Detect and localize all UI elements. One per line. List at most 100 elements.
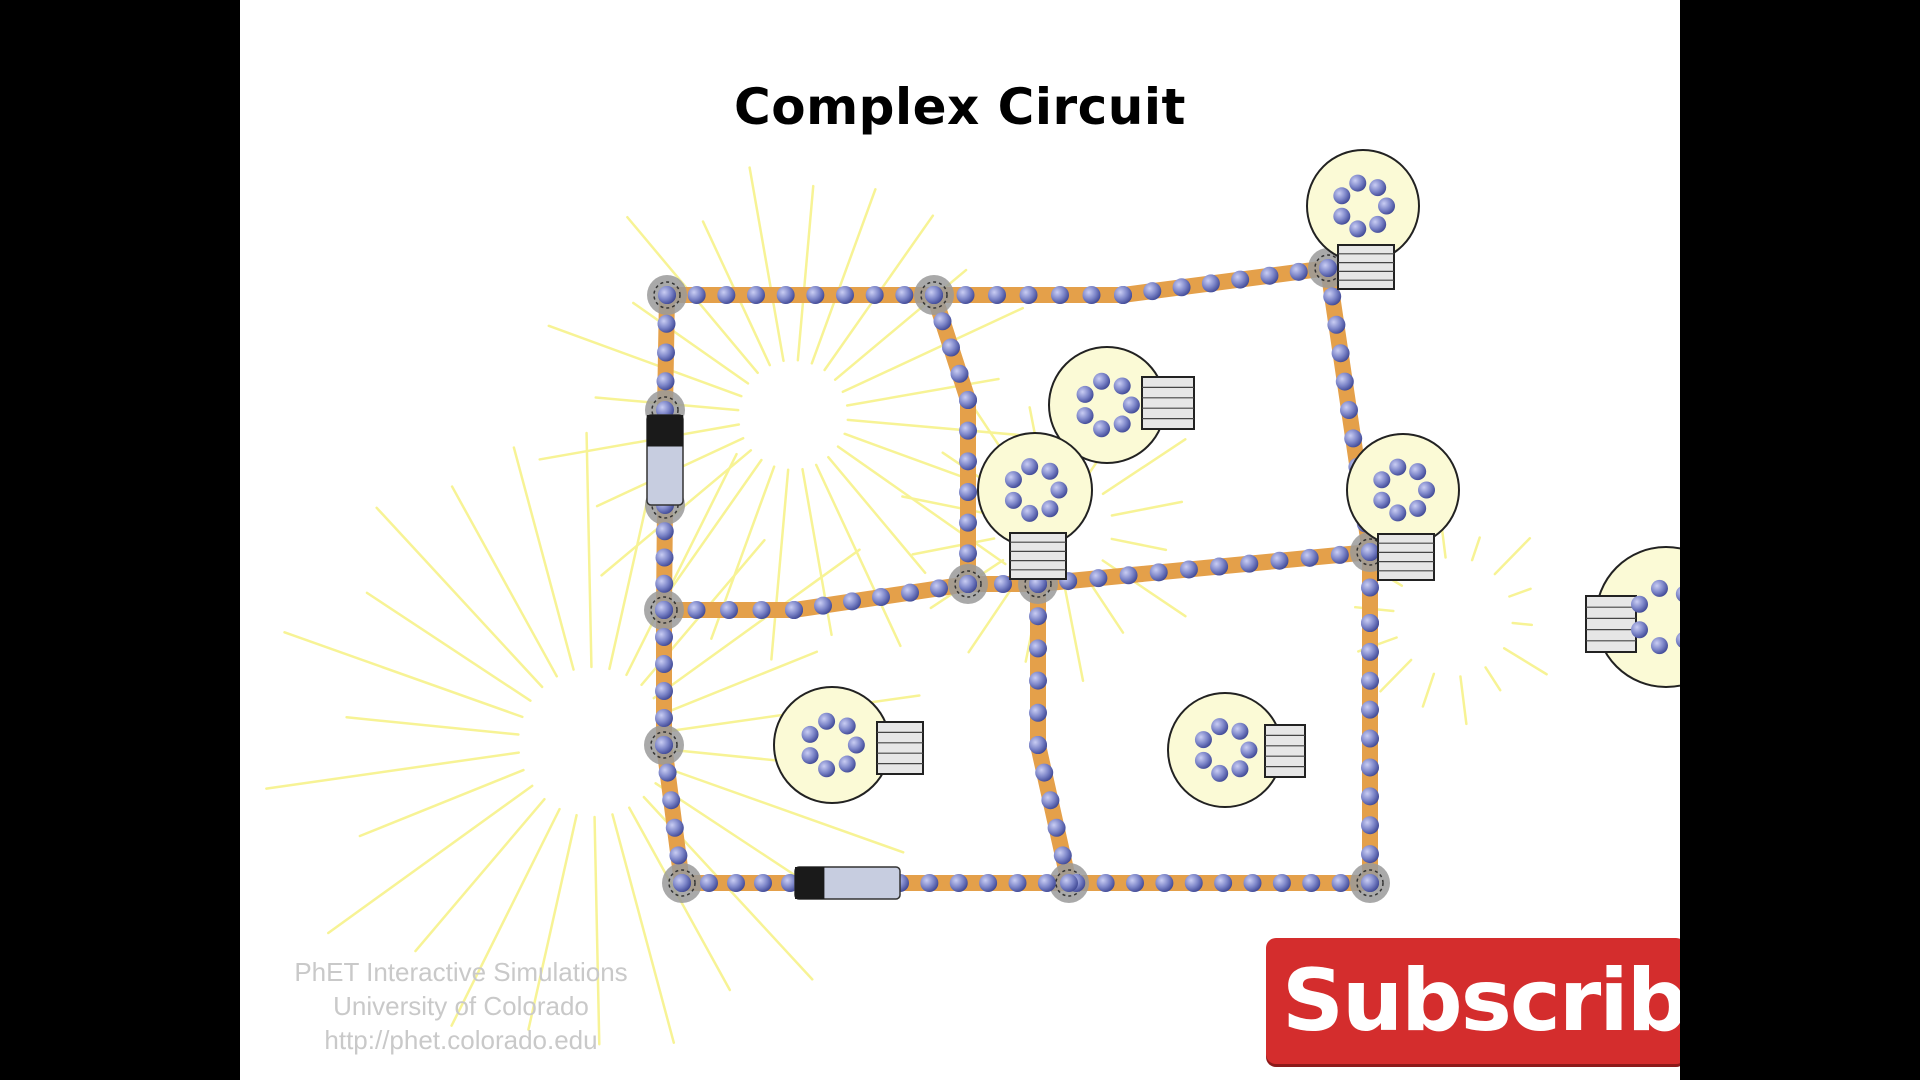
battery-terminal [647, 415, 683, 447]
filament-electron [1211, 764, 1229, 782]
electron [959, 575, 977, 593]
electron [655, 628, 673, 646]
junction-ring [650, 596, 678, 624]
light-ray [327, 784, 534, 935]
electron [1335, 372, 1354, 391]
battery-terminal [795, 867, 825, 899]
light-ray [654, 782, 813, 888]
electron [700, 874, 718, 892]
filament-electron [1113, 377, 1131, 395]
filament-electron [1194, 731, 1212, 749]
light-ray [547, 324, 743, 398]
light-bulbs [773, 149, 1680, 808]
electron [1041, 791, 1060, 810]
light-ray [585, 431, 593, 669]
junction-ring [954, 570, 982, 598]
bulb-base [1009, 532, 1067, 580]
electron [1300, 548, 1319, 567]
electron [865, 286, 884, 304]
filament-electron [1333, 207, 1351, 225]
electron [836, 286, 854, 304]
light-ray [625, 452, 738, 677]
electron [656, 372, 675, 391]
light-bulb [1585, 546, 1680, 688]
filament-electron [1231, 760, 1249, 778]
electron [1361, 671, 1379, 690]
credits-line-3: http://phet.colorado.edu [324, 1025, 598, 1055]
light-ray [748, 166, 785, 363]
filament-electron [1076, 407, 1094, 425]
bulb-glass [773, 686, 891, 804]
light-ray [661, 650, 819, 716]
bulb-base [876, 721, 924, 775]
electron [895, 286, 914, 304]
light-ray [1493, 537, 1532, 576]
electron [655, 709, 673, 727]
video-title: Complex Circuit [734, 78, 1186, 136]
electron [1240, 554, 1259, 573]
filament-electron [1093, 420, 1111, 438]
junction-ring [653, 281, 681, 309]
light-ray [796, 184, 815, 362]
light-ray [512, 446, 575, 671]
filament-electron [838, 717, 856, 735]
electron [956, 286, 975, 304]
electron [1201, 274, 1220, 293]
electron [1323, 287, 1342, 306]
light-ray [1063, 584, 1085, 683]
light-ray [450, 807, 561, 1027]
bulb-base [1337, 244, 1395, 290]
filament-electron [1650, 637, 1668, 655]
filament-electron [1409, 499, 1427, 517]
electron [720, 601, 738, 619]
electron [776, 286, 795, 304]
filament-electron [818, 712, 836, 730]
electron [1361, 700, 1379, 719]
filament-electron [838, 755, 856, 773]
electron [658, 763, 677, 782]
subscribe-button[interactable]: Subscribe [1266, 938, 1680, 1064]
filament-electron [1004, 471, 1022, 489]
light-ray [1101, 438, 1187, 496]
light-ray [283, 631, 524, 719]
filament-electron [1378, 197, 1396, 215]
electron [1029, 607, 1047, 626]
filament-electron [1240, 741, 1258, 759]
filament-electron [1418, 481, 1436, 499]
filament-electron [1194, 751, 1212, 769]
electron [1060, 874, 1078, 892]
electron [655, 601, 673, 619]
credits-line-2: University of Colorado [333, 991, 589, 1021]
light-bulb [1167, 692, 1306, 808]
filament-electron [801, 747, 819, 765]
electron [1172, 278, 1191, 297]
electron [747, 286, 765, 304]
electron [1243, 874, 1262, 892]
electrons [655, 259, 1379, 892]
filament-electron [847, 736, 865, 754]
electron [669, 846, 688, 865]
light-ray [527, 813, 578, 1031]
electron [1361, 729, 1379, 748]
filament-electron [1409, 463, 1427, 481]
filament-electron [1093, 372, 1111, 390]
electron [1210, 557, 1229, 576]
electron [1319, 259, 1337, 277]
filament-electron [1349, 220, 1367, 238]
filament-electron [1021, 458, 1039, 476]
light-ray [810, 188, 877, 365]
bulb-base [1377, 533, 1435, 581]
junction-ring [668, 869, 696, 897]
light-ray [1508, 587, 1532, 598]
electron [933, 312, 952, 331]
light-ray [265, 751, 521, 790]
junction-ring [920, 281, 948, 309]
filament-electron [1389, 504, 1407, 522]
filament-electron [1631, 621, 1649, 639]
electron [1361, 642, 1379, 661]
light-ray [1502, 647, 1548, 676]
electron [1029, 736, 1047, 754]
electron [1184, 874, 1203, 892]
light-ray [841, 306, 1025, 394]
electron [657, 343, 675, 362]
